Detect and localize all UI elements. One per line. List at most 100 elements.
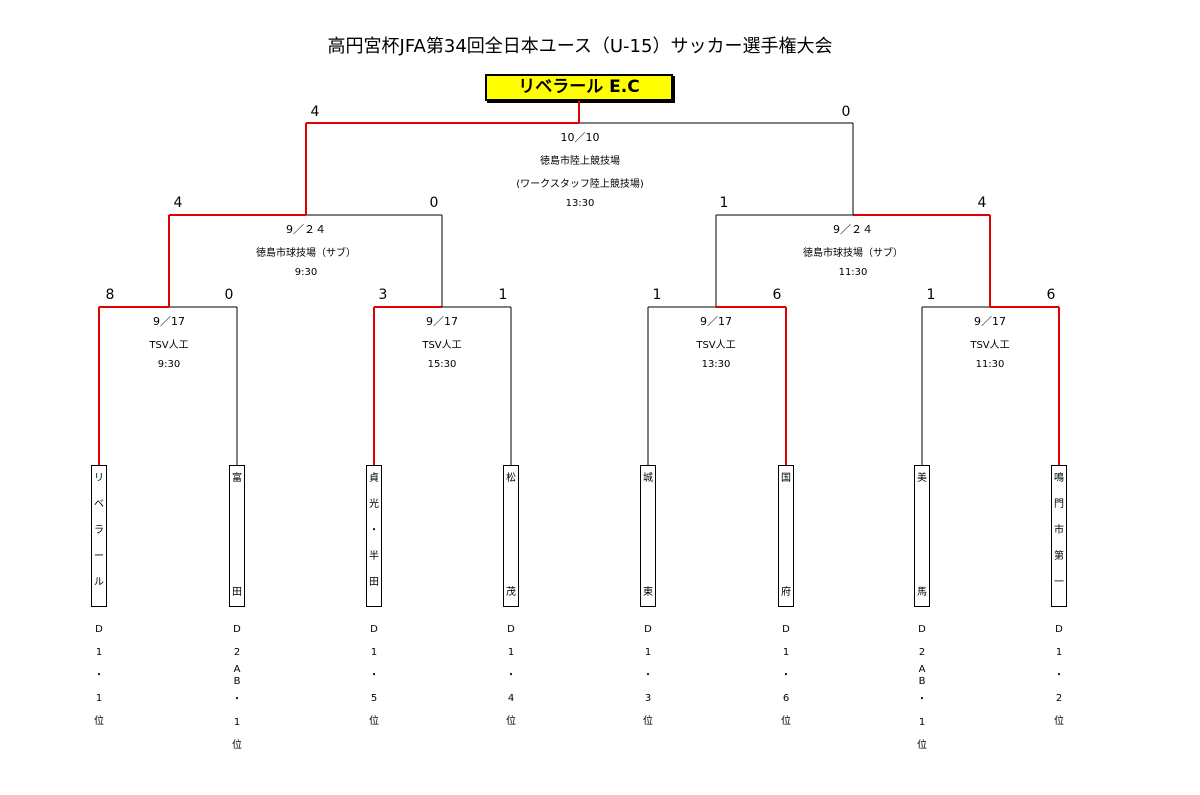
qualifier-char: B bbox=[918, 676, 926, 687]
qualifier-char: D bbox=[507, 624, 515, 635]
team-name-char: 城 bbox=[643, 473, 653, 484]
team-box: 国府 bbox=[778, 465, 794, 607]
team-name-char: 国 bbox=[781, 473, 791, 484]
qualifier-char: 1 bbox=[507, 647, 515, 658]
team-name-char: 光 bbox=[369, 499, 379, 510]
r1-m2-score-left: 3 bbox=[378, 287, 388, 303]
r1-m1-time: 9:30 bbox=[157, 359, 181, 370]
final-score-right: 0 bbox=[841, 104, 851, 120]
semi1-venue: 徳島市球技場（サブ） bbox=[256, 248, 356, 259]
qualifier-char: 位 bbox=[369, 716, 379, 727]
qualifier-char: D bbox=[782, 624, 790, 635]
qualifier-char: 3 bbox=[644, 693, 652, 704]
team-box: 貞光・半田 bbox=[366, 465, 382, 607]
qualifier-char: 1 bbox=[1055, 647, 1063, 658]
qualifier-char: 6 bbox=[782, 693, 790, 704]
qualifier-char: D bbox=[370, 624, 378, 635]
team-name-char: 貞 bbox=[369, 473, 379, 484]
r1-m4-time: 11:30 bbox=[975, 359, 1005, 370]
team-name-char: 茂 bbox=[506, 587, 516, 598]
team-box: 城東 bbox=[640, 465, 656, 607]
team-name-char: ー bbox=[94, 551, 104, 562]
r1-m1-score-left: 8 bbox=[105, 287, 115, 303]
champion-box: リベラール E.C bbox=[485, 74, 673, 101]
semi1-score-left: 4 bbox=[173, 195, 183, 211]
qualifier-char: 1 bbox=[95, 693, 103, 704]
qualifier-char: D bbox=[95, 624, 103, 635]
qualifier-char: ・ bbox=[94, 670, 104, 681]
final-venue-sub: (ワークスタッフ陸上競技場) bbox=[516, 179, 644, 190]
qualifier-char: 位 bbox=[1054, 716, 1064, 727]
team-name-char: 門 bbox=[1054, 499, 1064, 510]
r1-m2-date: 9／17 bbox=[426, 315, 458, 328]
team-name-char: 半 bbox=[369, 551, 379, 562]
semi2-score-left: 1 bbox=[719, 195, 729, 211]
qualifier-char: 位 bbox=[94, 716, 104, 727]
qualifier-char: ・ bbox=[506, 670, 516, 681]
r1-m3-time: 13:30 bbox=[701, 359, 731, 370]
qualifier-char: 2 bbox=[918, 647, 926, 658]
r1-m2-venue: TSV人工 bbox=[422, 340, 462, 351]
team-box: 美馬 bbox=[914, 465, 930, 607]
qualifier-char: B bbox=[233, 676, 241, 687]
qualifier-char: 1 bbox=[370, 647, 378, 658]
team-name-char: 第 bbox=[1054, 551, 1064, 562]
semi2-date: 9／２４ bbox=[833, 223, 873, 236]
team-name-char: 松 bbox=[506, 473, 516, 484]
r1-m4-score-left: 1 bbox=[926, 287, 936, 303]
qualifier-char: ・ bbox=[781, 670, 791, 681]
semi1-date: 9／２４ bbox=[286, 223, 326, 236]
r1-m3-venue: TSV人工 bbox=[696, 340, 736, 351]
team-name-char: 馬 bbox=[917, 587, 927, 598]
team-name-char: ラ bbox=[94, 525, 104, 536]
qualifier-char: ・ bbox=[232, 694, 242, 705]
team-box: リベラール bbox=[91, 465, 107, 607]
semi1-time: 9:30 bbox=[294, 267, 318, 278]
qualifier-char: 1 bbox=[644, 647, 652, 658]
r1-m2-time: 15:30 bbox=[427, 359, 457, 370]
qualifier-char: D bbox=[644, 624, 652, 635]
semi2-score-right: 4 bbox=[977, 195, 987, 211]
final-score-left: 4 bbox=[310, 104, 320, 120]
team-name-char: 市 bbox=[1054, 525, 1064, 536]
r1-m1-venue: TSV人工 bbox=[149, 340, 189, 351]
team-name-char: 田 bbox=[232, 587, 242, 598]
qualifier-char: 1 bbox=[95, 647, 103, 658]
team-box: 鳴門市第一 bbox=[1051, 465, 1067, 607]
team-name-spacer bbox=[779, 492, 793, 580]
qualifier-char: 位 bbox=[917, 740, 927, 751]
r1-m4-date: 9／17 bbox=[974, 315, 1006, 328]
team-name-char: リ bbox=[94, 473, 104, 484]
qualifier-char: A bbox=[918, 664, 926, 675]
qualifier-char: 5 bbox=[370, 693, 378, 704]
team-box: 富田 bbox=[229, 465, 245, 607]
final-venue: 徳島市陸上競技場 bbox=[540, 156, 620, 167]
page-title: 高円宮杯JFA第34回全日本ユース（U-15）サッカー選手権大会 bbox=[327, 36, 833, 57]
qualifier-char: 位 bbox=[781, 716, 791, 727]
team-name-char: ・ bbox=[369, 525, 379, 536]
qualifier-char: D bbox=[918, 624, 926, 635]
team-name-char: 田 bbox=[369, 577, 379, 588]
team-name-char: 府 bbox=[781, 587, 791, 598]
qualifier-char: ・ bbox=[643, 670, 653, 681]
final-date: 10／10 bbox=[560, 131, 600, 144]
team-name-char: 富 bbox=[232, 473, 242, 484]
qualifier-char: 1 bbox=[918, 717, 926, 728]
qualifier-char: 4 bbox=[507, 693, 515, 704]
r1-m2-score-right: 1 bbox=[498, 287, 508, 303]
team-name-spacer bbox=[230, 492, 244, 580]
semi2-venue: 徳島市球技場（サブ） bbox=[803, 248, 903, 259]
team-name-char: 東 bbox=[643, 587, 653, 598]
team-qualifier: D 1 ・ 1 位 bbox=[89, 618, 109, 733]
qualifier-char: ・ bbox=[917, 694, 927, 705]
team-name-char: 鳴 bbox=[1054, 473, 1064, 484]
final-time: 13:30 bbox=[565, 198, 595, 209]
r1-m3-score-left: 1 bbox=[652, 287, 662, 303]
semi2-time: 11:30 bbox=[838, 267, 868, 278]
